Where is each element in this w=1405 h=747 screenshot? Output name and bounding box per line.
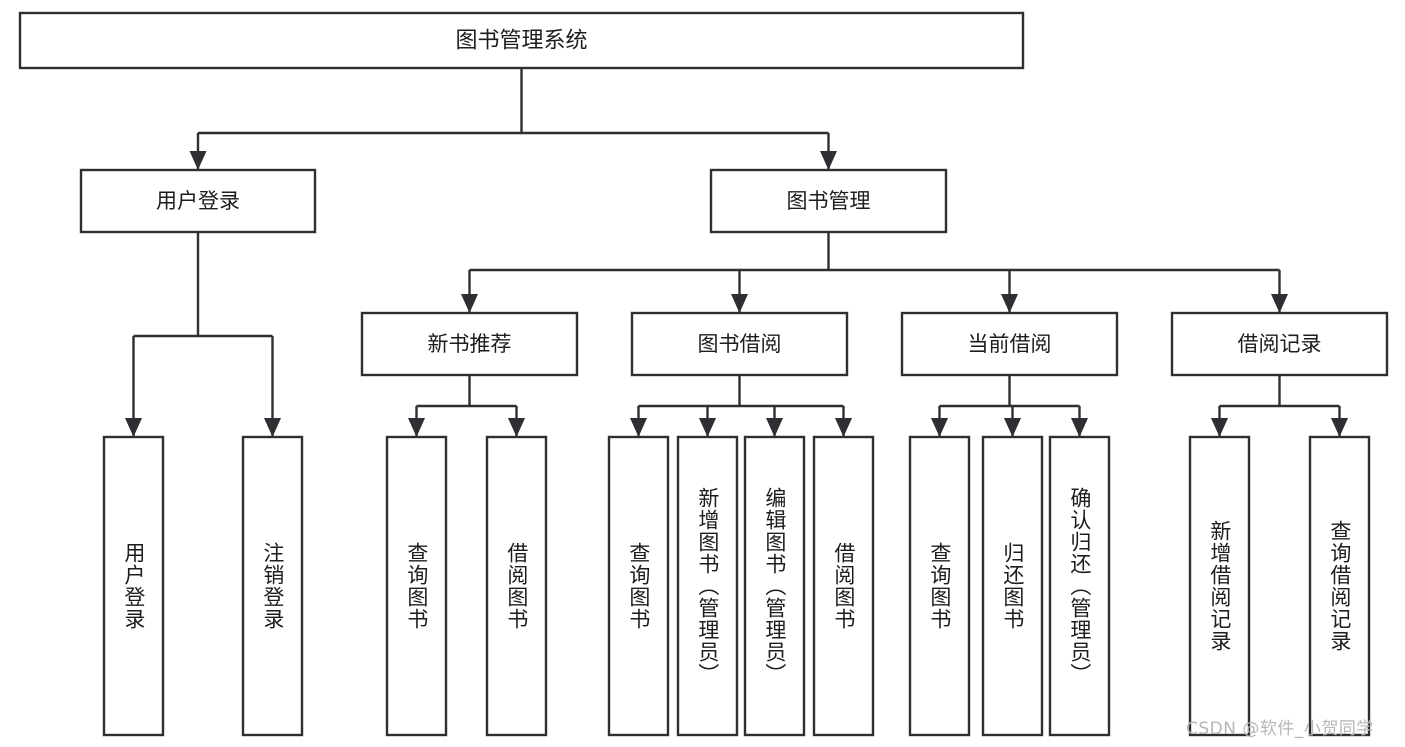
node-leaf-add-book[interactable] [676, 435, 739, 737]
node-label-root: 图书管理系统 [455, 29, 587, 54]
node-label-current-borrow: 当前借阅 [968, 332, 1052, 356]
node-box-leaf-add-book[interactable] [676, 435, 739, 737]
node-label-user-login: 用户登录 [156, 189, 240, 213]
node-box-leaf-borrow-book-1[interactable] [485, 435, 548, 737]
arrow-icon-user-login [189, 151, 207, 170]
arrow-icon-leaf-query-book-2 [630, 418, 647, 437]
node-box-leaf-edit-book[interactable] [743, 435, 806, 737]
node-label-book-manage: 图书管理 [787, 189, 871, 213]
node-leaf-borrow-book-2[interactable] [812, 435, 875, 737]
arrow-icon-new-book-recommend [461, 294, 478, 313]
node-leaf-user-login[interactable] [102, 435, 165, 737]
csdn-watermark: CSDN @软件_小贺同学 [1186, 719, 1374, 739]
node-label-book-borrow: 图书借阅 [698, 332, 782, 356]
arrow-icon-leaf-edit-book [766, 418, 783, 437]
node-leaf-add-record[interactable] [1188, 435, 1251, 737]
node-box-borrow-record[interactable] [1170, 311, 1389, 377]
node-box-book-manage[interactable] [709, 168, 948, 234]
node-box-leaf-user-login[interactable] [102, 435, 165, 737]
node-leaf-edit-book[interactable] [743, 435, 806, 737]
arrow-icon-leaf-query-book-3 [931, 418, 948, 437]
node-box-leaf-query-book-2[interactable] [607, 435, 670, 737]
node-user-login[interactable]: 用户登录 [79, 168, 317, 234]
node-new-book-recommend[interactable]: 新书推荐 [360, 311, 579, 377]
node-box-root[interactable] [18, 11, 1025, 70]
arrow-icon-current-borrow [1001, 294, 1018, 313]
node-box-leaf-borrow-book-2[interactable] [812, 435, 875, 737]
node-label-borrow-record: 借阅记录 [1238, 332, 1322, 356]
node-book-manage[interactable]: 图书管理 [709, 168, 948, 234]
node-box-book-borrow[interactable] [630, 311, 849, 377]
node-box-leaf-logout[interactable] [241, 435, 304, 737]
node-box-current-borrow[interactable] [900, 311, 1119, 377]
node-label-new-book-recommend: 新书推荐 [428, 332, 512, 356]
node-box-user-login[interactable] [79, 168, 317, 234]
arrow-icon-leaf-query-record [1331, 418, 1348, 437]
arrow-icon-borrow-record [1271, 294, 1288, 313]
node-root[interactable]: 图书管理系统 [18, 11, 1025, 70]
node-box-leaf-query-book-1[interactable] [385, 435, 448, 737]
node-leaf-query-book-2[interactable] [607, 435, 670, 737]
arrow-icon-book-manage [820, 151, 837, 170]
node-box-leaf-confirm-return[interactable] [1048, 435, 1111, 737]
arrow-icon-leaf-return-book [1004, 418, 1021, 437]
node-leaf-query-record[interactable] [1308, 435, 1371, 737]
node-borrow-record[interactable]: 借阅记录 [1170, 311, 1389, 377]
node-leaf-query-book-3[interactable] [908, 435, 971, 737]
node-leaf-return-book[interactable] [981, 435, 1044, 737]
node-leaf-confirm-return[interactable] [1048, 435, 1111, 737]
node-box-leaf-add-record[interactable] [1188, 435, 1251, 737]
arrow-icon-leaf-add-record [1211, 418, 1228, 437]
node-box-leaf-return-book[interactable] [981, 435, 1044, 737]
arrow-icon-book-borrow [731, 294, 748, 313]
node-leaf-logout[interactable] [241, 435, 304, 737]
node-book-borrow[interactable]: 图书借阅 [630, 311, 849, 377]
arrow-icon-leaf-logout [264, 418, 281, 437]
node-box-new-book-recommend[interactable] [360, 311, 579, 377]
node-box-leaf-query-book-3[interactable] [908, 435, 971, 737]
node-leaf-borrow-book-1[interactable] [485, 435, 548, 737]
node-leaf-query-book-1[interactable] [385, 435, 448, 737]
arrow-icon-leaf-confirm-return [1071, 418, 1088, 437]
node-current-borrow[interactable]: 当前借阅 [900, 311, 1119, 377]
node-box-leaf-query-record[interactable] [1308, 435, 1371, 737]
arrow-icon-leaf-query-book-1 [408, 418, 425, 437]
arrow-icon-leaf-borrow-book-1 [508, 418, 525, 437]
arrow-icon-leaf-borrow-book-2 [835, 418, 852, 437]
arrow-icon-leaf-add-book [699, 418, 716, 437]
arrow-icon-leaf-user-login [125, 418, 142, 437]
